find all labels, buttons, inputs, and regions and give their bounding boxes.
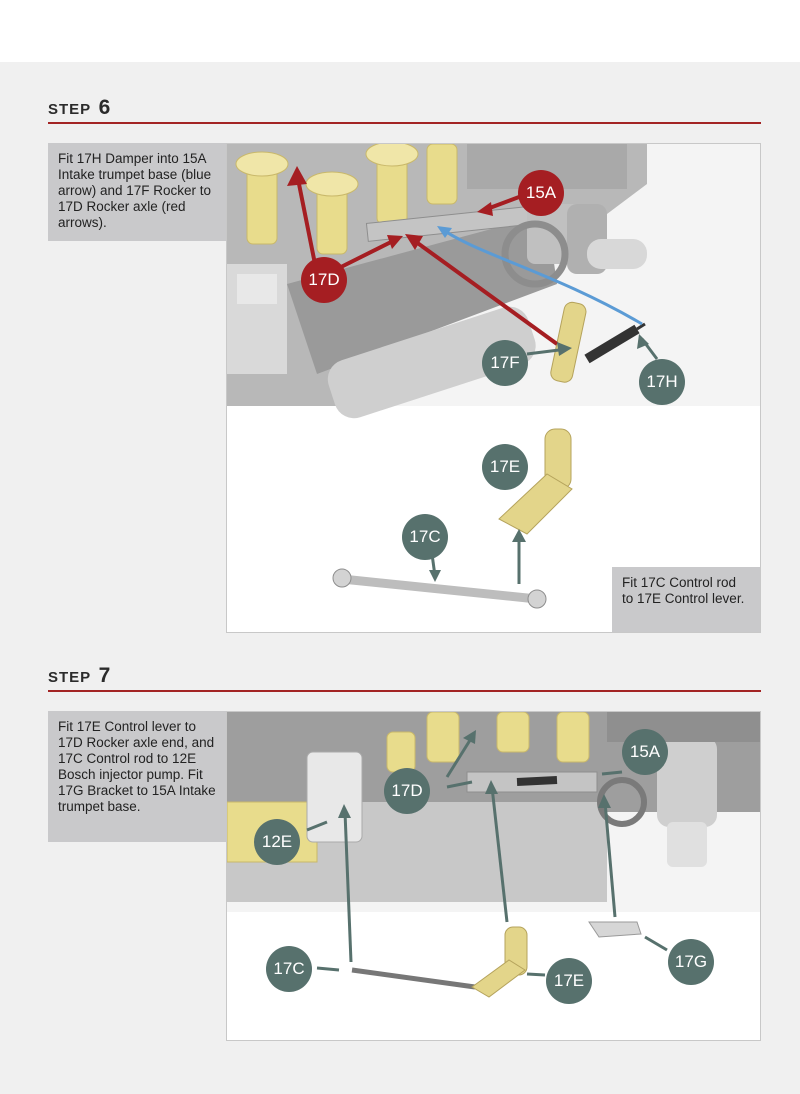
step-7-illustration	[227, 712, 760, 998]
label-17C: 17C	[402, 514, 448, 560]
label-17C: 17C	[266, 946, 312, 992]
step-6-illustration	[227, 144, 760, 609]
label-17G: 17G	[668, 939, 714, 985]
step-6-divider	[48, 122, 761, 124]
label-15A: 15A	[518, 170, 564, 216]
step-7-instruction: Fit 17E Control lever to 17D Rocker axle…	[48, 711, 226, 842]
label-17H: 17H	[639, 359, 685, 405]
page-top-band	[0, 0, 800, 62]
step-6-secondary-instruction: Fit 17C Control rod to 17E Control lever…	[612, 567, 760, 632]
step-7-heading: STEP 7	[48, 664, 110, 688]
step-7-divider	[48, 690, 761, 692]
label-15A: 15A	[622, 729, 668, 775]
label-17E: 17E	[482, 444, 528, 490]
step-6-illustration-panel: 15A 17D 17F 17H 17E 17C	[226, 143, 761, 633]
label-17E: 17E	[546, 958, 592, 1004]
step-6-heading: STEP 6	[48, 96, 110, 120]
label-17F: 17F	[482, 340, 528, 386]
step-7-illustration-panel: 15A 17D 12E 17C 17E 17G	[226, 711, 761, 1041]
label-17D: 17D	[301, 257, 347, 303]
label-12E: 12E	[254, 819, 300, 865]
label-17D: 17D	[384, 768, 430, 814]
step-word: STEP	[48, 101, 92, 118]
step-number: 6	[98, 96, 111, 119]
step-word: STEP	[48, 669, 92, 686]
step-number: 7	[98, 664, 111, 687]
step-6-instruction: Fit 17H Damper into 15A Intake trumpet b…	[48, 143, 226, 241]
